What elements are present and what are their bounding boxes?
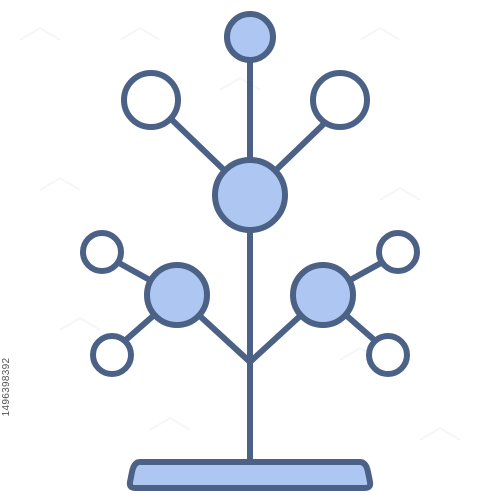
node-left-bottom	[90, 333, 134, 377]
node-right-top	[376, 230, 420, 274]
node-mid-right	[290, 262, 356, 328]
node-upper-right	[310, 70, 370, 130]
node-top	[224, 11, 276, 63]
stock-id-text: 1496398392	[1, 357, 12, 417]
node-right-bottom	[366, 333, 410, 377]
node-mid-left	[144, 262, 210, 328]
watermark-pattern	[19, 26, 461, 441]
base-plate	[126, 459, 374, 491]
node-left-top	[80, 230, 124, 274]
node-upper-left	[121, 70, 181, 130]
node-center	[212, 157, 288, 233]
tree-base	[126, 459, 374, 491]
nodes	[80, 11, 420, 377]
